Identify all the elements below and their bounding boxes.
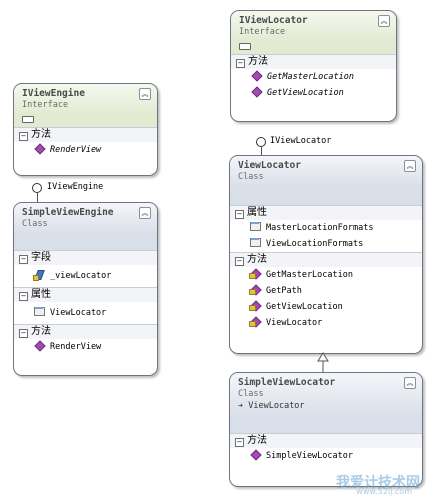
simpleviewlocator-methods-section[interactable]: −方法 (230, 433, 422, 448)
header-spacer (230, 417, 422, 433)
property-icon (34, 306, 45, 316)
interface-pin-row (14, 115, 157, 127)
collapse-minus-icon[interactable]: − (235, 438, 244, 447)
iviewengine-methods-section[interactable]: −方法 (14, 127, 157, 142)
property-row[interactable]: ViewLocator (14, 302, 157, 324)
iviewlocator-interface-box[interactable]: IViewLocator Interface ︽ −方法 GetMasterLo… (230, 10, 397, 122)
collapse-chevron-icon[interactable]: ︽ (139, 88, 151, 100)
method-row[interactable]: GetMasterLocation (230, 267, 422, 283)
method-icon (34, 143, 44, 153)
collapse-minus-icon[interactable]: − (19, 329, 28, 338)
watermark-logo: 我爱计技术网 (336, 475, 420, 491)
iviewengine-header: IViewEngine Interface ︽ (14, 84, 157, 115)
simpleviewengine-header: SimpleViewEngine Class ︽ (14, 203, 157, 234)
viewlocator-methods-section[interactable]: −方法 (230, 252, 422, 267)
collapse-minus-icon[interactable]: − (235, 210, 244, 219)
method-row[interactable]: GetViewLocation (230, 299, 422, 315)
protected-method-icon (249, 300, 260, 311)
collapse-chevron-icon[interactable]: ︽ (404, 160, 416, 172)
interface-pin-icon (239, 43, 251, 50)
collapse-chevron-icon[interactable]: ︽ (139, 207, 151, 219)
iviewlocator-methods-section[interactable]: −方法 (231, 54, 396, 69)
method-row[interactable]: GetMasterLocation (231, 69, 396, 85)
protected-method-icon (249, 268, 260, 279)
inherit-arrow-icon: ➔ (238, 401, 244, 411)
collapse-minus-icon[interactable]: − (19, 292, 28, 301)
watermark-url: www.52ij.com (356, 487, 412, 496)
iviewengine-title: IViewEngine (22, 88, 85, 99)
base-class-label: ➔ ViewLocator (238, 401, 305, 411)
simpleviewengine-stereotype: Class (22, 219, 48, 229)
method-row[interactable]: GetPath (230, 283, 422, 299)
collapse-chevron-icon[interactable]: ︽ (378, 15, 390, 27)
inheritance-arrow (317, 352, 329, 372)
simpleviewlocator-header: SimpleViewLocator Class ➔ ViewLocator ︽ (230, 373, 422, 417)
iviewengine-lollipop-circle (32, 183, 42, 193)
collapse-minus-icon[interactable]: − (235, 257, 244, 266)
method-icon (250, 449, 260, 459)
field-row[interactable]: _viewLocator (14, 265, 157, 287)
collapse-chevron-icon[interactable]: ︽ (404, 377, 416, 389)
simpleviewlocator-class-box[interactable]: SimpleViewLocator Class ➔ ViewLocator ︽ … (229, 372, 423, 487)
property-row[interactable]: MasterLocationFormats (230, 220, 422, 236)
viewlocator-stereotype: Class (238, 172, 264, 182)
field-icon (33, 269, 44, 281)
iviewlocator-stereotype: Interface (239, 27, 286, 37)
iviewlocator-lollipop-label: IViewLocator (270, 136, 332, 146)
simpleviewengine-fields-section[interactable]: −字段 (14, 250, 157, 265)
simpleviewengine-title: SimpleViewEngine (22, 207, 114, 218)
header-spacer (230, 187, 422, 205)
method-icon (251, 70, 261, 80)
method-row[interactable]: ViewLocator (230, 315, 422, 331)
property-icon (250, 221, 261, 231)
method-row[interactable]: RenderView (14, 339, 157, 355)
property-row[interactable]: ViewLocationFormats (230, 236, 422, 252)
collapse-minus-icon[interactable]: − (19, 255, 28, 264)
viewlocator-header: ViewLocator Class ︽ (230, 156, 422, 187)
header-spacer (14, 234, 157, 250)
connector-line (37, 193, 38, 202)
simpleviewlocator-stereotype: Class (238, 389, 264, 399)
simpleviewengine-properties-section[interactable]: −属性 (14, 287, 157, 302)
method-row[interactable]: RenderView (14, 142, 157, 158)
iviewlocator-lollipop-circle (256, 137, 266, 147)
iviewlocator-header: IViewLocator Interface ︽ (231, 11, 396, 42)
simpleviewlocator-title: SimpleViewLocator (238, 377, 336, 388)
simpleviewengine-methods-section[interactable]: −方法 (14, 324, 157, 339)
simpleviewengine-class-box[interactable]: SimpleViewEngine Class ︽ −字段 _viewLocato… (13, 202, 158, 376)
method-icon (34, 340, 44, 350)
protected-method-icon (249, 316, 260, 327)
property-icon (250, 237, 261, 247)
interface-pin-icon (22, 116, 34, 123)
method-icon (251, 86, 261, 96)
iviewengine-stereotype: Interface (22, 100, 69, 110)
protected-method-icon (249, 284, 260, 295)
connector-line (261, 147, 262, 155)
viewlocator-title: ViewLocator (238, 160, 301, 171)
iviewengine-lollipop-label: IViewEngine (47, 182, 104, 192)
iviewengine-interface-box[interactable]: IViewEngine Interface ︽ −方法 RenderView (13, 83, 158, 176)
interface-pin-row (231, 42, 396, 54)
method-row[interactable]: GetViewLocation (231, 85, 396, 101)
viewlocator-class-box[interactable]: ViewLocator Class ︽ −属性 MasterLocationFo… (229, 155, 423, 354)
collapse-minus-icon[interactable]: − (236, 59, 245, 68)
collapse-minus-icon[interactable]: − (19, 132, 28, 141)
method-row[interactable]: SimpleViewLocator (230, 448, 422, 464)
viewlocator-properties-section[interactable]: −属性 (230, 205, 422, 220)
iviewlocator-title: IViewLocator (239, 15, 308, 26)
